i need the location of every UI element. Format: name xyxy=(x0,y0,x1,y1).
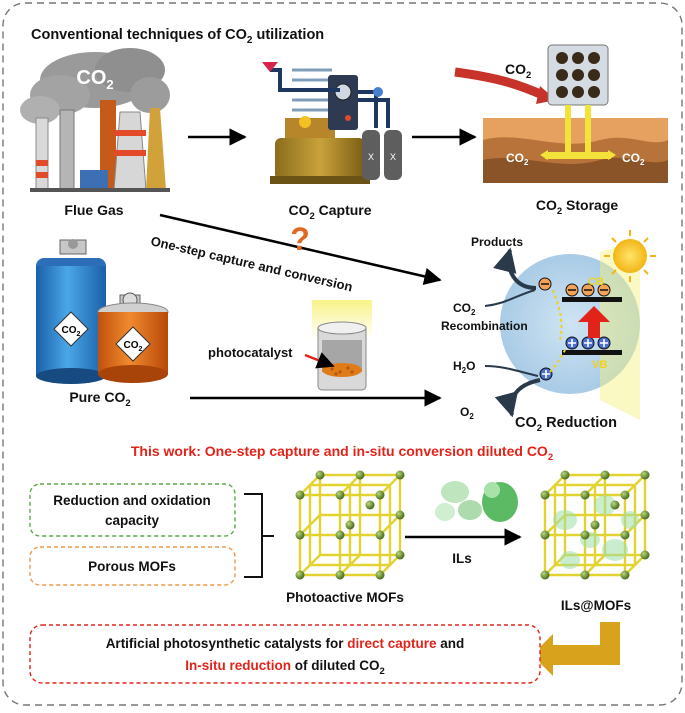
ils-inside-mof xyxy=(553,495,639,569)
gold-return-arrow xyxy=(532,622,620,676)
co2-reduction-label: CO2 Reduction xyxy=(515,415,617,434)
photocatalysis-scheme xyxy=(484,230,656,420)
h2o-label: H2O xyxy=(453,359,475,375)
arrow-one-step xyxy=(159,213,442,285)
co2-input-label: CO2 xyxy=(453,301,476,317)
pure-co2-label: Pure CO2 xyxy=(69,389,130,409)
box-reduction-oxidation xyxy=(29,483,236,537)
question-mark: ? xyxy=(290,221,310,257)
box1-line1: Reduction and oxidation xyxy=(53,493,211,508)
flue-gas-label: Flue Gas xyxy=(64,202,123,218)
photoactive-mofs-label: Photoactive MOFs xyxy=(286,590,404,605)
ionic-liquid-illustration xyxy=(435,481,518,522)
capture-label: CO2 Capture xyxy=(288,202,371,222)
capture-machine-illustration: X X xyxy=(262,62,402,184)
final-line1: Artificial photosynthetic catalysts for … xyxy=(106,636,465,651)
svg-text:X: X xyxy=(390,152,396,162)
recombination-label: Recombination xyxy=(441,319,528,333)
mof-nodes-left xyxy=(295,470,405,580)
sun-icon xyxy=(604,230,656,282)
vb-label: VB xyxy=(592,359,607,371)
this-work-title: This work: One-step capture and in-situ … xyxy=(131,443,553,463)
storage-arrow-co2: CO2 xyxy=(505,61,531,81)
top-heading: Conventional techniques of CO2 utilizati… xyxy=(31,27,324,46)
svg-text:X: X xyxy=(368,152,374,162)
o2-label: O2 xyxy=(460,405,474,421)
smoke-co2-label: CO2 xyxy=(76,67,113,92)
photocatalyst-reactor-illustration xyxy=(312,300,372,391)
underground-co2-right: CO2 xyxy=(622,151,645,167)
cb-label: CB xyxy=(588,276,604,288)
tank-co2-label: CO2 xyxy=(62,325,81,338)
box-porous-mofs xyxy=(29,546,236,586)
products-label: Products xyxy=(471,235,523,249)
ils-mofs-label: ILs@MOFs xyxy=(561,598,631,613)
bracket xyxy=(244,493,274,578)
box2-label: Porous MOFs xyxy=(88,559,176,574)
pure-co2-tank-illustration: CO2 xyxy=(36,239,106,384)
pure-co2-barrel-illustration: CO2 xyxy=(97,292,169,383)
final-line2: In-situ reduction of diluted CO2 xyxy=(185,658,385,677)
final-box xyxy=(29,624,541,684)
underground-co2-left: CO2 xyxy=(506,151,529,167)
photocatalyst-label: photocatalyst xyxy=(208,345,293,360)
box1-line2: capacity xyxy=(105,513,160,528)
storage-label: CO2 Storage xyxy=(536,197,619,217)
ils-label: ILs xyxy=(452,551,472,566)
photocatalyst-pointer xyxy=(304,352,335,369)
barrel-co2-label: CO2 xyxy=(124,340,143,353)
factory-illustration: CO2 xyxy=(20,48,170,192)
mof-nodes-right xyxy=(540,470,650,580)
storage-illustration xyxy=(454,44,668,183)
